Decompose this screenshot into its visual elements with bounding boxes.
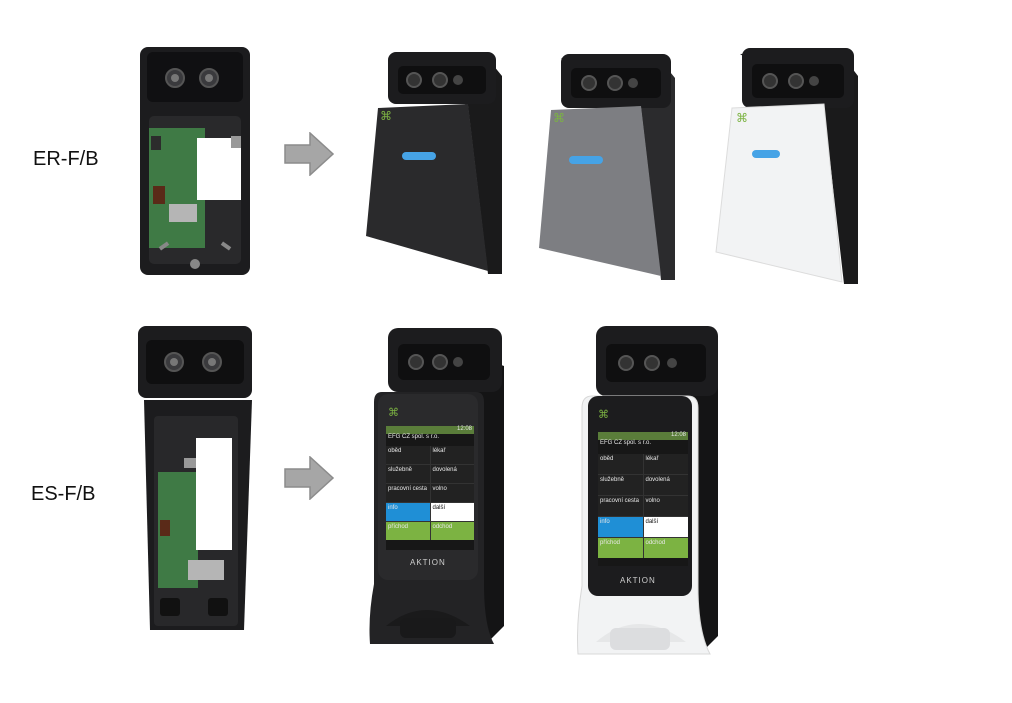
screen-item-free[interactable]: volno <box>643 496 688 516</box>
camera-lens-icon <box>618 355 677 371</box>
touch-screen-black: 12:08 EFG CZ spol. s r.o. oběd lékař slu… <box>386 426 474 550</box>
arrow-right-icon <box>284 132 334 176</box>
screen-item-vacation[interactable]: dovolená <box>430 465 474 483</box>
er-device-gray: ⌘ <box>533 50 681 282</box>
row-label-er: ER-F/B <box>33 148 99 170</box>
camera-lens-icon <box>406 72 463 88</box>
screen-item-arrival[interactable]: příchod <box>386 522 430 540</box>
brand-logo-icon: ⌘ <box>388 407 399 419</box>
brand-label-white: aktion <box>620 576 656 585</box>
camera-lens-icon <box>164 352 222 372</box>
es-device-open <box>136 324 258 634</box>
screen-time: 12:08 <box>670 432 686 438</box>
screen-company: EFG CZ spol. s r.o. <box>388 434 440 440</box>
screen-item-info[interactable]: info <box>386 503 430 521</box>
screen-item-departure[interactable]: odchod <box>430 522 474 540</box>
row-label-es: ES-F/B <box>31 483 96 505</box>
arrow-right-icon <box>284 456 334 500</box>
er-device-black: ⌘ <box>360 46 505 276</box>
screen-item-free[interactable]: volno <box>430 484 474 502</box>
screen-item-lunch[interactable]: oběd <box>386 446 430 464</box>
screen-item-info[interactable]: info <box>598 517 643 537</box>
status-led-icon <box>569 156 603 164</box>
status-led-icon <box>402 152 436 160</box>
screen-item-departure[interactable]: odchod <box>643 538 688 558</box>
camera-lens-icon <box>408 354 463 370</box>
screen-item-lunch[interactable]: oběd <box>598 454 643 474</box>
screen-item-arrival[interactable]: příchod <box>598 538 643 558</box>
brand-logo-icon: ⌘ <box>380 109 392 123</box>
er-device-open <box>139 46 251 276</box>
status-led-icon <box>752 150 780 158</box>
screen-item-doctor[interactable]: lékař <box>430 446 474 464</box>
screen-item-business[interactable]: služebně <box>386 465 430 483</box>
touch-screen-white: 12:08 EFG CZ spol. s r.o. oběd lékař slu… <box>598 432 688 566</box>
screen-company: EFG CZ spol. s r.o. <box>600 440 652 446</box>
brand-logo-icon: ⌘ <box>553 111 565 125</box>
brand-label-black: aktion <box>410 558 446 567</box>
screen-item-business[interactable]: služebně <box>598 475 643 495</box>
brand-logo-icon: ⌘ <box>598 409 609 421</box>
screen-item-trip[interactable]: pracovní cesta <box>598 496 643 516</box>
screen-item-more[interactable]: další <box>643 517 688 537</box>
er-device-white: ⌘ <box>712 46 862 286</box>
screen-item-more[interactable]: další <box>430 503 474 521</box>
camera-lens-icon <box>762 73 819 89</box>
camera-lens-icon <box>581 75 638 91</box>
brand-logo-icon: ⌘ <box>736 111 748 125</box>
screen-item-vacation[interactable]: dovolená <box>643 475 688 495</box>
screen-item-doctor[interactable]: lékař <box>643 454 688 474</box>
screen-item-trip[interactable]: pracovní cesta <box>386 484 430 502</box>
screen-time: 12:08 <box>456 426 472 432</box>
camera-lens-icon <box>165 68 219 88</box>
